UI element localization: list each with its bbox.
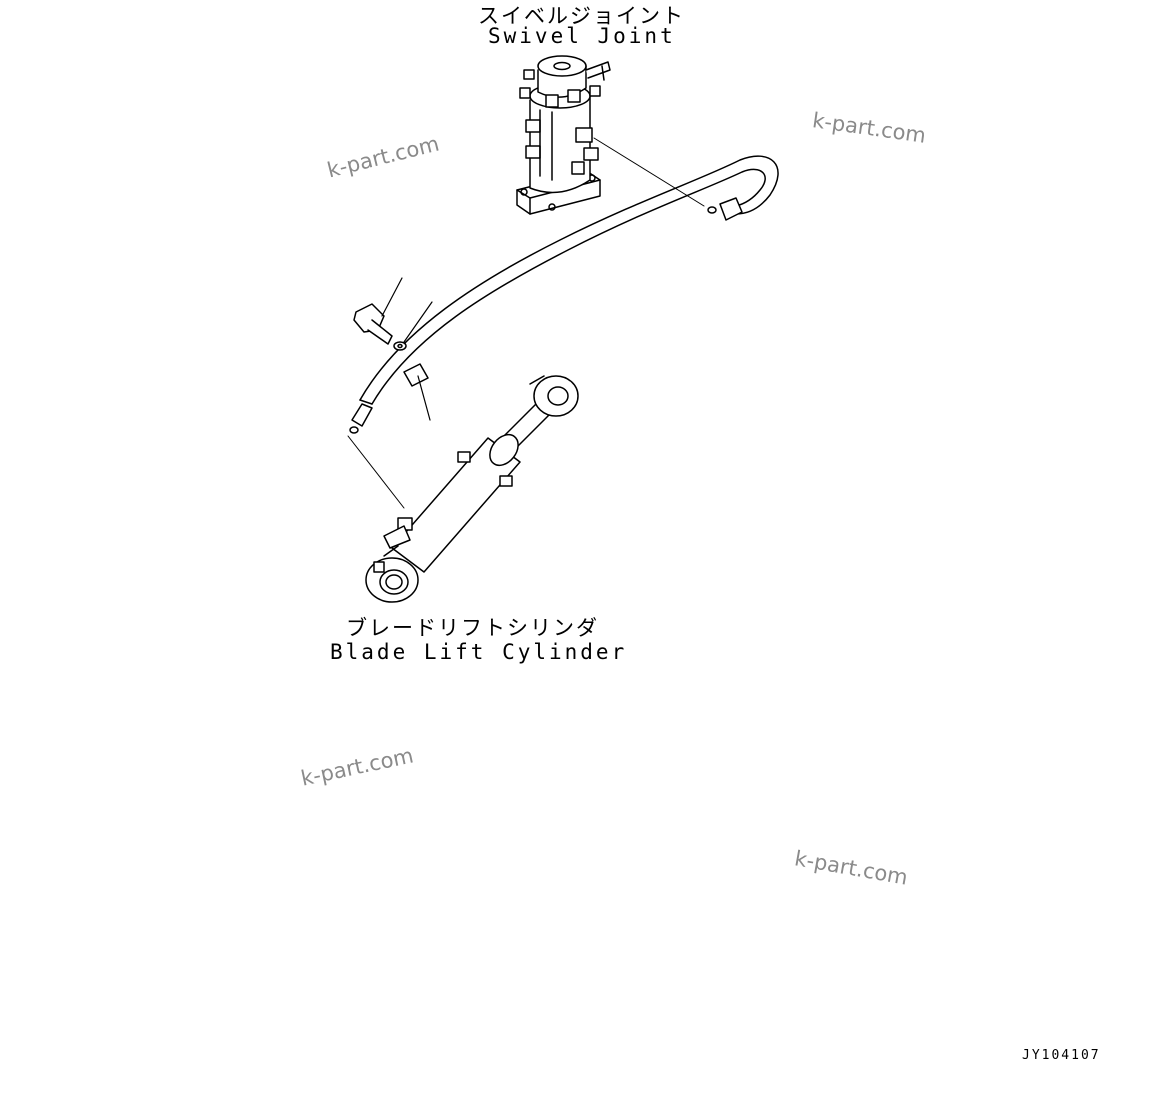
blade-lift-cylinder-label-jp: ブレードリフトシリンダ (346, 616, 599, 640)
bolt-washer-drawing (353, 277, 433, 421)
blade-lift-cylinder-label-en: Blade Lift Cylinder (330, 640, 628, 664)
swivel-joint-label-jp: スイベルジョイント (478, 4, 685, 28)
swivel-joint-label-en: Swivel Joint (488, 24, 676, 48)
blade-lift-cylinder-drawing (365, 375, 579, 603)
hydraulic-hose-drawing (347, 137, 779, 509)
drawing-reference-code: JY104107 (1022, 1048, 1101, 1063)
swivel-joint-drawing (516, 55, 611, 215)
